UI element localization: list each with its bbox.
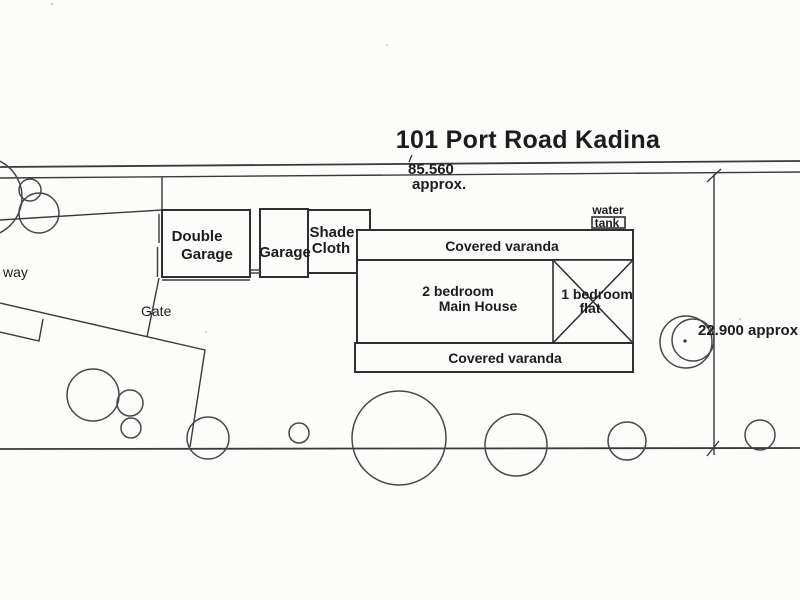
tree-circle (120, 417, 142, 439)
plan-text: 101 Port Road Kadina 85.560 approx. 22.9… (2, 126, 799, 366)
veranda-bottom-label: Covered varanda (448, 350, 562, 366)
garage-label: Garage (259, 244, 311, 261)
tree-circle (671, 318, 715, 362)
road-boundary-line-inner (0, 171, 800, 179)
page-title: 101 Port Road Kadina (396, 126, 661, 154)
speck-icon (738, 317, 742, 321)
dimension-tick-frontage-icon (408, 154, 413, 163)
side-fence-line (0, 302, 206, 448)
double-garage-label-line1: Double (172, 228, 223, 245)
boundary-lines (0, 154, 800, 457)
garage-outline (259, 208, 309, 278)
main-house-label-line1: 2 bedroom (422, 283, 494, 299)
water-tank-label-line2: tank (595, 216, 620, 230)
fence-lines (0, 277, 206, 448)
gate-label: Gate (141, 303, 172, 319)
veranda-top-outline (356, 229, 634, 261)
double-garage-outline (161, 209, 251, 278)
tree-center-dot-icon (683, 339, 687, 343)
rear-boundary-line (0, 447, 800, 450)
shade-cloth-label-line1: Shade (309, 224, 354, 241)
frontage-dimension-value: 85.560 (408, 161, 454, 178)
main-house-label-line2: Main House (439, 298, 518, 314)
tree-circle (66, 368, 120, 422)
fence-step-shape (0, 318, 44, 342)
tree-circle (744, 419, 776, 451)
shade-cloth-label-line2: Cloth (312, 240, 350, 257)
tree-circle (186, 416, 230, 460)
veranda-top-label: Covered varanda (445, 238, 559, 254)
tree-circle (288, 422, 310, 444)
driveway-edge-line (0, 209, 163, 221)
buildings (156, 208, 634, 373)
flat-cross-line-icon (552, 259, 634, 344)
trees (0, 160, 776, 486)
speck-icon (386, 44, 388, 46)
dimension-tick-top-icon (706, 168, 722, 183)
speck-icon (50, 2, 54, 6)
tree-circle (116, 389, 144, 417)
tree-circle (484, 413, 548, 477)
speck-icon (205, 331, 207, 333)
tree-circle (18, 192, 60, 234)
double-garage-label-line2: Garage (181, 246, 233, 263)
scan-speckles (50, 2, 742, 333)
veranda-bottom-outline (354, 342, 634, 373)
tree-circle (18, 178, 42, 202)
gate-line (146, 277, 160, 338)
tree-circle (351, 390, 447, 486)
tree-circle (659, 315, 713, 369)
tree-circle (0, 160, 23, 234)
tree-circle (607, 421, 647, 461)
depth-dimension-value: 22.900 approx (698, 322, 799, 339)
road-boundary-line-outer (0, 160, 800, 168)
frontage-dimension-qualifier: approx. (412, 176, 466, 193)
water-tank-label-line1: water (591, 203, 624, 217)
way-label: way (2, 264, 28, 280)
flat-label-line2: flat (580, 300, 601, 316)
water-tank-outline (591, 216, 626, 229)
flat-label-line1: 1 bedroom (561, 286, 633, 302)
